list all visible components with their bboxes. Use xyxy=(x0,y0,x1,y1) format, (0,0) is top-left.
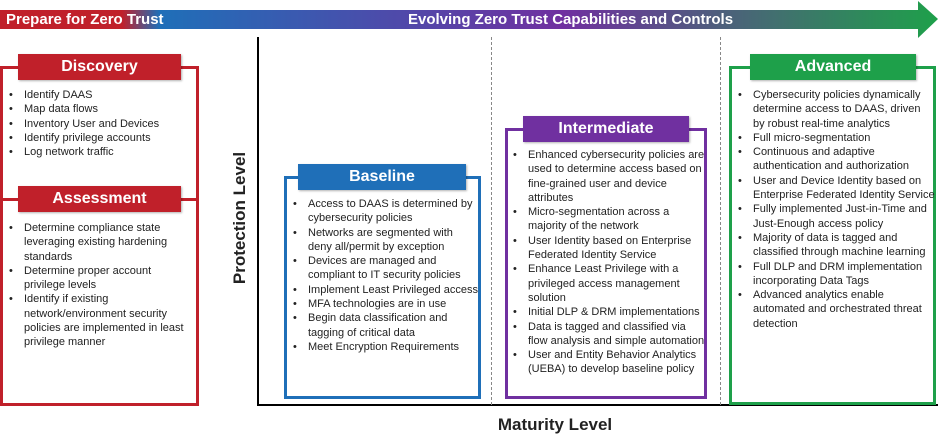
list-item: Identify privilege accounts xyxy=(6,131,196,146)
list-item: Advanced analytics enable automated and … xyxy=(735,288,935,331)
advanced-list: Cybersecurity policies dynamically deter… xyxy=(735,88,935,331)
stage-divider xyxy=(720,37,721,405)
evolving-label: Evolving Zero Trust Capabilities and Con… xyxy=(408,11,734,28)
intermediate-header: Intermediate xyxy=(523,116,689,142)
y-axis-label: Protection Level xyxy=(230,151,249,285)
list-item: Identify DAAS xyxy=(6,88,196,103)
list-item: MFA technologies are in use xyxy=(290,297,478,312)
list-item: Inventory User and Devices xyxy=(6,117,196,132)
list-item: Log network traffic xyxy=(6,145,196,160)
list-item: Begin data classification and tagging of… xyxy=(290,311,478,340)
assessment-header: Assessment xyxy=(18,186,181,212)
list-item: User and Entity Behavior Analytics (UEBA… xyxy=(510,348,705,377)
y-axis xyxy=(257,37,259,406)
list-item: Initial DLP & DRM implementations xyxy=(510,305,705,320)
list-item: Determine compliance state leveraging ex… xyxy=(6,221,194,264)
list-item: Cybersecurity policies dynamically deter… xyxy=(735,88,935,131)
assessment-list: Determine compliance state leveraging ex… xyxy=(6,221,194,350)
stage-divider xyxy=(491,37,492,405)
list-item: Determine proper account privilege level… xyxy=(6,264,194,293)
list-item: Majority of data is tagged and classifie… xyxy=(735,231,935,260)
prepare-label: Prepare for Zero Trust xyxy=(6,11,164,28)
x-axis xyxy=(257,404,938,406)
list-item: Devices are managed and compliant to IT … xyxy=(290,254,478,283)
list-item: Enhanced cybersecurity policies are used… xyxy=(510,148,705,205)
list-item: Enhance Least Privilege with a privilege… xyxy=(510,262,705,305)
intermediate-list: Enhanced cybersecurity policies are used… xyxy=(510,148,705,377)
list-item: Meet Encryption Requirements xyxy=(290,340,478,355)
list-item: Full micro-segmentation xyxy=(735,131,935,146)
discovery-header: Discovery xyxy=(18,54,181,80)
maturity-progression-arrow xyxy=(0,1,938,38)
list-item: Full DLP and DRM implementation incorpor… xyxy=(735,260,935,289)
list-item: Map data flows xyxy=(6,102,196,117)
x-axis-label: Maturity Level xyxy=(497,415,613,434)
list-item: Data is tagged and classified via flow a… xyxy=(510,320,705,349)
list-item: Continuous and adaptive authentication a… xyxy=(735,145,935,174)
list-item: Implement Least Privileged access xyxy=(290,283,478,298)
list-item: User Identity based on Enterprise Federa… xyxy=(510,234,705,263)
list-item: Identify if existing network/environment… xyxy=(6,292,194,349)
list-item: User and Device Identity based on Enterp… xyxy=(735,174,935,203)
baseline-header: Baseline xyxy=(298,164,466,190)
list-item: Access to DAAS is determined by cybersec… xyxy=(290,197,478,226)
discovery-list: Identify DAAS Map data flows Inventory U… xyxy=(6,88,196,160)
baseline-list: Access to DAAS is determined by cybersec… xyxy=(290,197,478,355)
advanced-header: Advanced xyxy=(750,54,916,80)
list-item: Fully implemented Just-in-Time and Just-… xyxy=(735,202,935,231)
list-item: Micro-segmentation across a majority of … xyxy=(510,205,705,234)
list-item: Networks are segmented with deny all/per… xyxy=(290,226,478,255)
